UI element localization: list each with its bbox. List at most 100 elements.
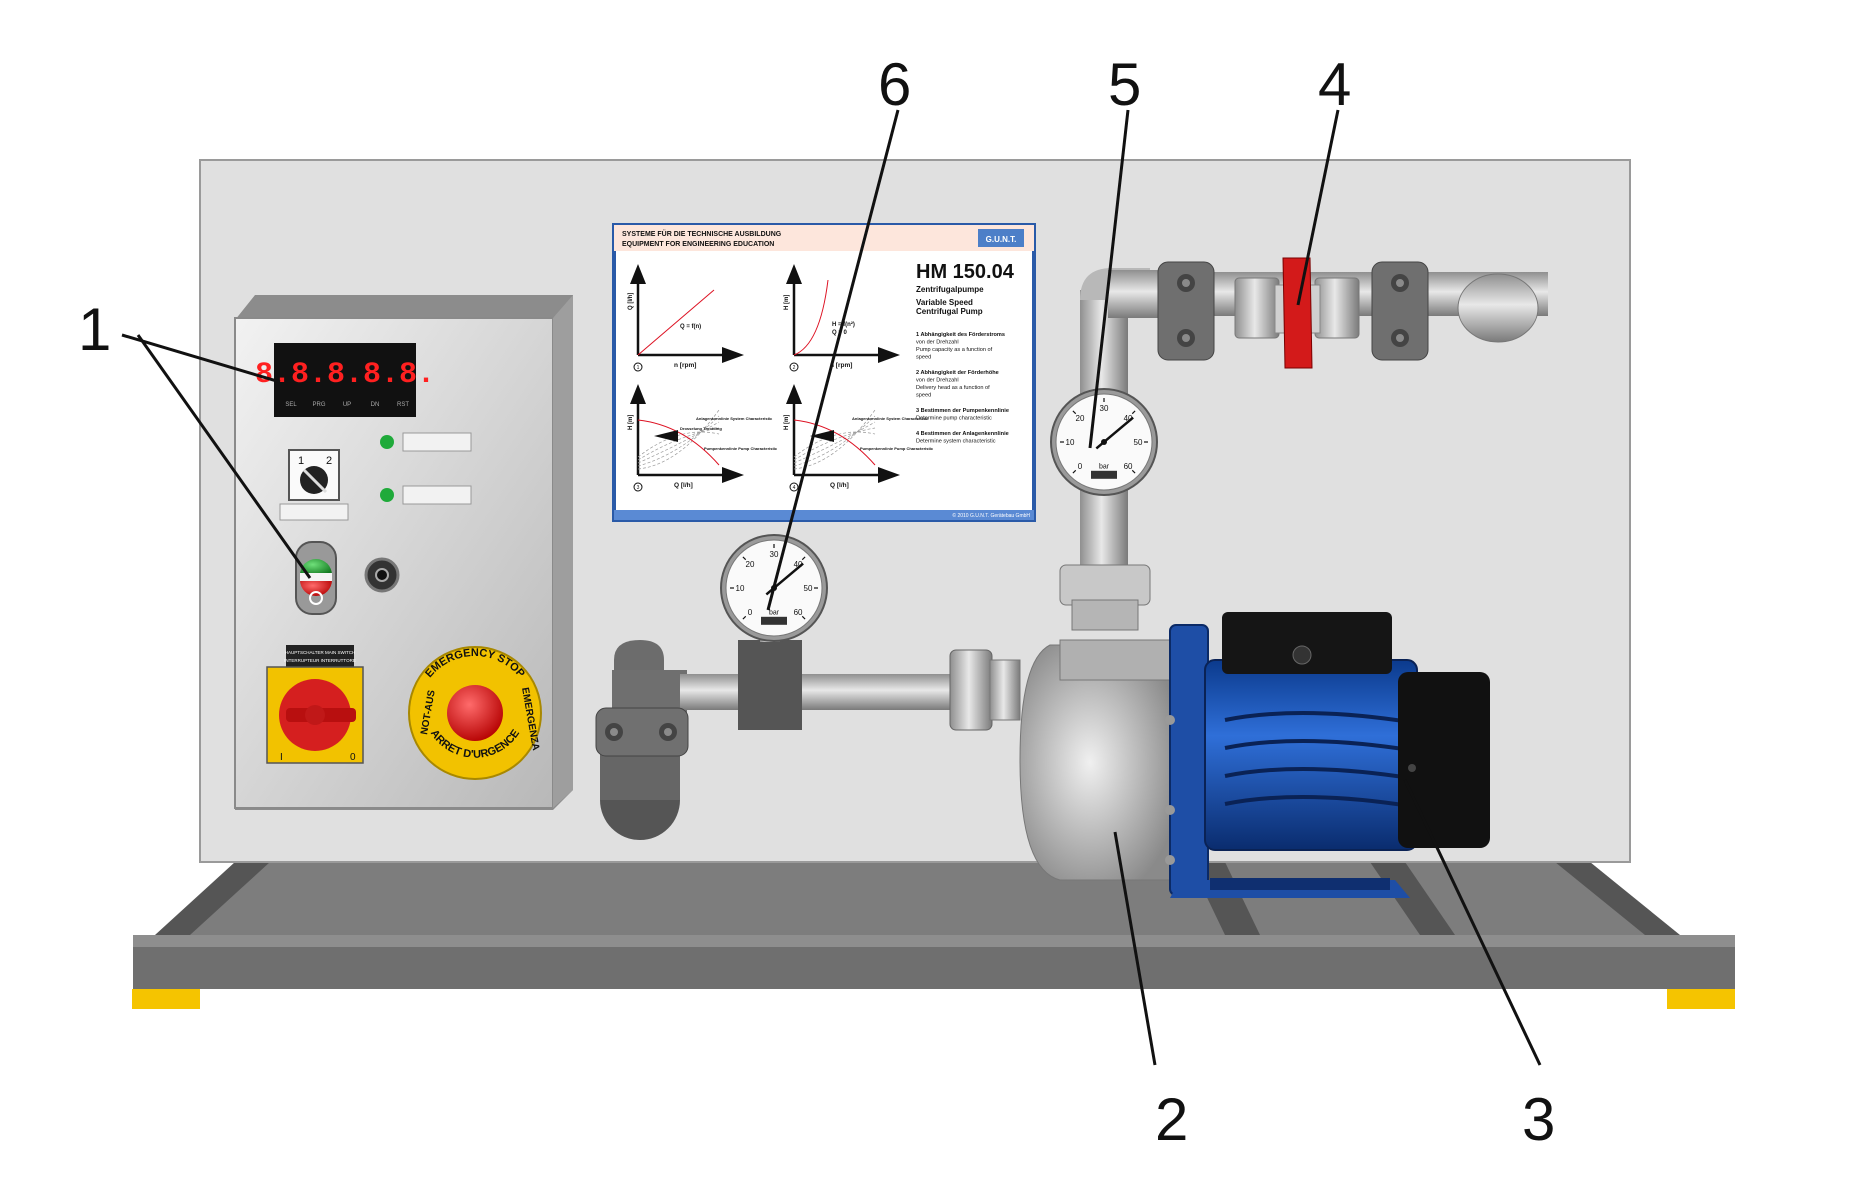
main-switch[interactable]: HAUPTSCHALTER MAIN SWITCH INTERRUPTEUR I… (266, 645, 364, 764)
start-stop-pushbutton[interactable] (295, 541, 337, 615)
poster-chart-3-num: 3 (637, 485, 640, 491)
info-poster: SYSTEME FÜR DIE TECHNISCHE AUSBILDUNG EQ… (612, 223, 1036, 522)
poster-chart-2-ylabel: H [m] (784, 295, 790, 310)
foot-left (132, 989, 200, 1009)
gauge-5-tick-10: 10 (1066, 438, 1075, 447)
pipe-clamp-discharge-1 (1157, 261, 1215, 361)
poster-chart-1-xlabel: n [rpm] (674, 362, 696, 369)
gauge-5-tick-60: 60 (1124, 462, 1133, 471)
poster-item-1-line-3: speed (916, 355, 931, 361)
gauge-5-tick-0: 0 (1078, 462, 1083, 471)
display-key-1[interactable]: PRG (312, 402, 325, 408)
leader-lines (121, 109, 1542, 1066)
poster-header-1: SYSTEME FÜR DIE TECHNISCHE AUSBILDUNG (622, 229, 782, 238)
main-switch-label-2: INTERRUPTEUR INTERRUTTORE (284, 658, 356, 663)
selector-switch[interactable]: 1 2 (279, 449, 349, 521)
poster-chart-4-formula2: Pumpenkennlinie Pump Characteristic (860, 446, 934, 451)
pipe-clamp-left (595, 707, 689, 757)
gauge-6-tick-30: 30 (770, 550, 779, 559)
poster-chart-4-xlabel: Q [l/h] (830, 482, 849, 489)
gauge-6-tick-0: 0 (748, 608, 753, 617)
poster-chart-3-formula: Anlagenkennlinie System Characteristic (696, 416, 773, 421)
ball-valve-handle[interactable] (1282, 257, 1313, 369)
pipe-clamp-discharge-2 (1371, 261, 1429, 361)
callout-5: 5 (1108, 51, 1141, 118)
poster-item-3-line-1: Determine pump characteristic (916, 416, 992, 422)
poster-item-1-line-0: 1 Abhängigkeit des Förderstroms (916, 332, 1005, 338)
callout-3: 3 (1522, 1086, 1555, 1153)
gauge-6-tick-50: 50 (804, 584, 813, 593)
poster-item-2-line-0: 2 Abhängigkeit der Förderhöhe (916, 370, 999, 376)
poster-model: HM 150.04 (916, 261, 1015, 283)
gauge-5-tick-50: 50 (1134, 438, 1143, 447)
poster-item-2-line-2: Delivery head as a function of (916, 385, 990, 391)
gauge-6-unit: bar (769, 609, 780, 616)
key-switch[interactable] (364, 557, 400, 593)
selector-pos-2: 2 (326, 455, 332, 467)
display-key-2[interactable]: UP (343, 402, 351, 408)
display-key-4[interactable]: RST (397, 402, 409, 408)
main-switch-off: 0 (350, 752, 356, 763)
gauge-6-tick-20: 20 (746, 560, 755, 569)
poster-chart-3-xlabel: Q [l/h] (674, 482, 693, 489)
poster-item-3-line-0: 3 Bestimmen der Pumpenkennlinie (916, 408, 1009, 414)
selector-label-plate (279, 503, 349, 521)
poster-subtitle-en1: Variable Speed (916, 298, 973, 307)
poster-chart-3-formula2: Pumpenkennlinie Pump Characteristic (704, 446, 778, 451)
poster-item-2-line-1: von der Drehzahl (916, 378, 959, 384)
poster-chart-1-ylabel: Q [l/h] (628, 293, 634, 310)
poster-item-1-line-1: von der Drehzahl (916, 340, 959, 346)
display-key-3[interactable]: DN (371, 402, 380, 408)
ball-valve[interactable] (1234, 257, 1360, 369)
electric-motor (1170, 612, 1490, 898)
indicator-lamp-2 (380, 488, 394, 502)
gauge-5-tick-40: 40 (1124, 414, 1133, 423)
label-plate-1 (402, 432, 472, 452)
indicator-lamps (380, 432, 472, 505)
callout-6: 6 (878, 51, 911, 118)
poster-chart-3-ylabel: H [m] (628, 415, 634, 430)
callout-labels: 1 2 3 4 5 6 (78, 51, 1555, 1153)
poster-chart-2-xlabel: n [rpm] (830, 362, 852, 369)
gauge-5-tick-30: 30 (1100, 404, 1109, 413)
terminal-box (1222, 612, 1392, 674)
gauge-6-tick-40: 40 (794, 560, 803, 569)
selector-pos-1: 1 (298, 455, 304, 467)
display-digits: 8.8.8.8.8. (255, 358, 435, 392)
poster-item-2-line-3: speed (916, 393, 931, 399)
poster-chart-1: Q [l/h] n [rpm] 1 Q = f(n) (628, 264, 744, 372)
poster-chart-1-formula: Q = f(n) (680, 324, 701, 330)
gauge-6-tick-10: 10 (736, 584, 745, 593)
base-frame (132, 862, 1735, 1009)
poster-chart-3: H [m] Q [l/h] 3 Anlagenkennlinie System Cha… (628, 384, 778, 492)
emergency-stop[interactable]: EMERGENCY STOP ARRET D'URGENCE NOT-AUS E… (408, 646, 542, 780)
callout-2: 2 (1155, 1086, 1188, 1153)
poster-header-2: EQUIPMENT FOR ENGINEERING EDUCATION (622, 241, 774, 248)
poster-chart-4-num: 4 (793, 485, 796, 491)
poster-subtitle-de: Zentrifugalpumpe (916, 285, 984, 294)
poster-footer: © 2010 G.U.N.T. Gerätebau GmbH (952, 512, 1030, 519)
poster-chart-4-ylabel: H [m] (784, 415, 790, 430)
gauge-5-unit: bar (1099, 463, 1110, 470)
callout-1: 1 (78, 296, 111, 363)
poster-chart-4-formula: Anlagenkennlinie System Characteristic (852, 416, 929, 421)
gauge-5-tick-20: 20 (1076, 414, 1085, 423)
digital-display: 8.8.8.8.8. SEL PRG UP DN RST (255, 343, 435, 417)
pressure-gauge-discharge: 0 10 20 30 40 50 60 bar (1050, 388, 1158, 496)
poster-chart-1-num: 1 (637, 365, 640, 371)
foot-right (1667, 989, 1735, 1009)
poster-subtitle-en2: Centrifugal Pump (916, 307, 983, 316)
indicator-lamp-1 (380, 435, 394, 449)
poster-chart-2-num: 2 (793, 365, 796, 371)
poster-item-1-line-2: Pump capacity as a function of (916, 347, 993, 353)
display-key-0[interactable]: SEL (285, 402, 297, 408)
poster-chart-3-extra: Drosselung Throttling (680, 426, 722, 431)
poster-item-4-line-1: Determine system characteristic (916, 439, 996, 445)
label-plate-2 (402, 485, 472, 505)
centrifugal-pump (1019, 624, 1209, 896)
callout-4: 4 (1318, 51, 1351, 118)
main-switch-on: I (280, 752, 283, 763)
fan-cover (1398, 672, 1490, 848)
